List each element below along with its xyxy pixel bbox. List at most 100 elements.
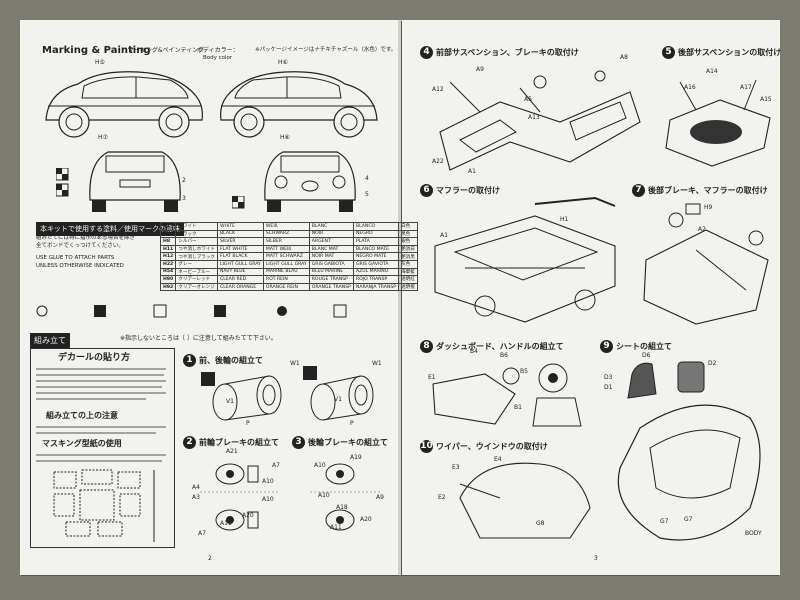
- paint-code: H22: [159, 259, 177, 269]
- paint-name: MARINE BLAU: [262, 267, 310, 277]
- paint-name: BLANCO: [352, 222, 400, 231]
- part-label: A3: [192, 494, 200, 501]
- paint-name: ホワイト: [175, 222, 219, 231]
- paint-name: SCHWARZ: [262, 229, 310, 239]
- step1-title-text: 前、後輪の組立て: [199, 356, 263, 365]
- part-label: A20: [360, 516, 372, 523]
- part-label: W1: [372, 360, 382, 367]
- part-label: A1: [468, 168, 476, 175]
- part-label: A12: [432, 86, 444, 93]
- paint-name: ROT REIN: [262, 275, 310, 284]
- part-label: E4: [494, 456, 502, 463]
- front-brake-diagram: [200, 463, 280, 531]
- kit-notes-heading: 本キットで使用する塗料／使用マークの意味: [36, 222, 184, 236]
- body-color-label: Body color: [203, 55, 233, 61]
- step-number: 9: [600, 340, 613, 353]
- paint-code: H8: [159, 237, 177, 246]
- kit-note-en: UNLESS OTHERWISE INDICATED: [36, 263, 124, 269]
- decal-label: H⑦: [98, 134, 108, 141]
- part-label: A18: [336, 504, 348, 511]
- paint-name: ROJO TRANSP: [352, 275, 400, 284]
- paint-name: ROUGE TRANSP: [308, 275, 354, 284]
- part-label: A2: [698, 226, 706, 233]
- paint-name: CLEAR ORANGE: [217, 282, 264, 292]
- paint-name: NOIR: [308, 229, 354, 239]
- paint-name: GRIS GAVIOTA: [352, 259, 400, 269]
- wheel-assembly-diagram: [201, 366, 374, 421]
- paint-name: NARANJA TRANSP: [352, 282, 400, 292]
- step-number: 6: [420, 184, 433, 197]
- part-label: A10: [262, 478, 274, 485]
- step-number: 5: [662, 46, 675, 59]
- part-label: P: [350, 420, 354, 427]
- paint-name: AZUL MARINO: [352, 267, 400, 277]
- decal-label: H⑤: [95, 59, 105, 66]
- decal-label: H⑥: [278, 59, 288, 66]
- paint-name: MATT WEIß: [262, 244, 310, 254]
- checker-flag-icon: [56, 168, 69, 197]
- paint-name: NAVY BLUE: [217, 267, 264, 277]
- step10-title-text: ワイパー、ウインドウの取付け: [436, 442, 548, 451]
- part-label: G8: [536, 520, 545, 527]
- callout-number: 3: [182, 195, 186, 202]
- part-label: A8: [620, 54, 628, 61]
- paint-name: 灰色: [398, 259, 418, 269]
- step-number: 4: [420, 46, 433, 59]
- paint-name: 黒色: [398, 229, 418, 239]
- paint-name: ブラック: [175, 229, 219, 239]
- paint-name: WHITE: [217, 222, 264, 231]
- legend-icons: [36, 304, 347, 318]
- part-label: A13: [528, 114, 540, 121]
- part-label: H1: [560, 216, 569, 223]
- paint-name: LIGHT GULL GRAY: [217, 259, 264, 269]
- paint-name: クリアーオレンジ: [175, 282, 219, 292]
- part-label: A11: [330, 524, 342, 531]
- rear-brake-diagram: [310, 463, 380, 531]
- part-label: B1: [514, 404, 522, 411]
- step3-title-text: 後輪ブレーキの組立て: [308, 438, 388, 447]
- masking-title: マスキング型紙の使用: [42, 439, 122, 448]
- part-label: A10: [262, 496, 274, 503]
- part-label: P: [246, 420, 250, 427]
- page-fold: [398, 20, 402, 575]
- paint-name: つや消しブラック: [175, 252, 219, 261]
- paint-name: 銀色: [398, 237, 418, 246]
- part-label: G7: [660, 518, 669, 525]
- dashboard-diagram: [432, 363, 582, 427]
- part-label: A15: [760, 96, 772, 103]
- paint-name: BLEU MARINE: [308, 267, 354, 277]
- paint-name: MATT SCHWARZ: [262, 252, 310, 261]
- assembly-caution: ※指示しないところは〔 〕に注意して組みたてて下さい。: [120, 335, 277, 342]
- paint-name: ORANGE TRANSP: [308, 282, 354, 292]
- part-label: A20: [242, 512, 254, 519]
- seat-diagram: [627, 361, 705, 399]
- part-label: A17: [740, 84, 752, 91]
- paint-name: BLANC: [308, 222, 354, 231]
- part-label: A4: [192, 484, 200, 491]
- paint-name: 透明紅: [398, 275, 418, 284]
- paint-code: H11: [159, 244, 177, 254]
- part-label: A19: [350, 454, 362, 461]
- part-label: W1: [290, 360, 300, 367]
- part-label: A10: [318, 492, 330, 499]
- car-side-view-right: [220, 71, 378, 138]
- paint-name: BLANCO MATE: [352, 244, 400, 254]
- part-label: B5: [520, 368, 528, 375]
- part-label: E2: [438, 494, 446, 501]
- paint-name: BLACK: [217, 229, 264, 239]
- paint-name: CLEAR RED: [217, 275, 264, 284]
- part-label: B6: [500, 352, 508, 359]
- part-label: A11: [220, 520, 232, 527]
- assembly-heading: 組み立て: [30, 333, 70, 348]
- paint-name: SILVER: [217, 237, 264, 246]
- step2-title-text: 前輪ブレーキの組立て: [199, 438, 279, 447]
